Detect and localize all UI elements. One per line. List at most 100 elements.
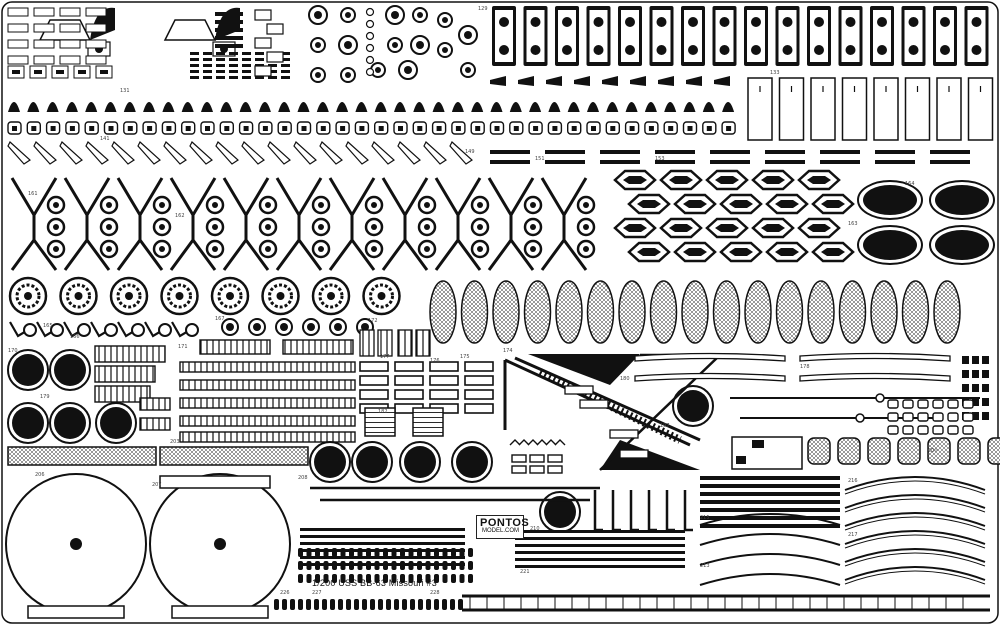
tiny-fitting bbox=[450, 599, 455, 610]
arched-rail bbox=[844, 476, 986, 491]
small-strip bbox=[281, 52, 290, 55]
tiny-clip bbox=[962, 425, 974, 435]
tiny-fitting bbox=[383, 561, 388, 570]
vertical-ladder bbox=[415, 329, 431, 357]
small-strip bbox=[229, 52, 238, 55]
tiny-clip bbox=[902, 412, 914, 422]
strip-stack bbox=[215, 12, 243, 16]
tiny-clip bbox=[932, 399, 944, 409]
flat-bar bbox=[545, 160, 585, 164]
arched-rail-inner bbox=[844, 552, 986, 567]
small-disc-center bbox=[226, 323, 234, 331]
tiny-plate bbox=[982, 370, 989, 378]
flat-bar bbox=[765, 160, 805, 164]
oval-grille bbox=[901, 280, 930, 344]
small-link bbox=[547, 465, 563, 474]
oval-grille bbox=[712, 280, 741, 344]
arched-rail-inner bbox=[844, 480, 986, 495]
searchlight-row bbox=[9, 321, 199, 338]
arched-rail-inner bbox=[844, 498, 986, 513]
inclined-strut bbox=[371, 141, 395, 165]
oval-grille bbox=[838, 280, 867, 344]
frame-wheel-hub bbox=[583, 246, 589, 252]
inclined-strut bbox=[7, 141, 31, 165]
gun-shield bbox=[548, 102, 561, 112]
chevron-clip bbox=[536, 439, 548, 446]
tiny-fitting bbox=[442, 574, 448, 583]
frame-wheel-hub bbox=[477, 224, 483, 230]
small-strip bbox=[229, 76, 238, 79]
gun-shield bbox=[722, 102, 735, 112]
small-clip bbox=[266, 23, 284, 35]
hex-hatch-core bbox=[623, 224, 647, 232]
small-strip bbox=[190, 58, 199, 61]
ladder bbox=[94, 345, 166, 363]
strip-bar bbox=[515, 565, 685, 568]
gun-shield bbox=[471, 102, 484, 112]
round-fitting-hub bbox=[345, 12, 351, 18]
tiny-clip bbox=[917, 399, 929, 409]
part-number-180: 180 bbox=[620, 376, 630, 382]
small-bracket bbox=[85, 55, 107, 65]
strip-bar bbox=[515, 537, 685, 540]
gun-shield bbox=[46, 102, 59, 112]
frame-wheel-hub bbox=[212, 224, 218, 230]
strip-stack bbox=[215, 36, 243, 40]
frame-wheel-hub bbox=[318, 202, 324, 208]
tiny-fitting bbox=[434, 561, 439, 570]
small-ring bbox=[365, 7, 375, 17]
gun-tub-slot bbox=[262, 126, 268, 131]
crane-base-plate bbox=[528, 354, 640, 385]
small-strip bbox=[216, 58, 225, 61]
gun-shield bbox=[587, 102, 599, 112]
long-rail bbox=[799, 372, 951, 382]
strip-stack bbox=[215, 20, 243, 24]
ladder bbox=[139, 417, 171, 431]
gun-shield bbox=[529, 102, 542, 112]
tiny-fitting bbox=[306, 548, 312, 557]
part-number-174: 174 bbox=[503, 348, 513, 354]
strip-bar bbox=[300, 535, 465, 538]
ladder bbox=[179, 397, 356, 409]
round-fitting-hub bbox=[375, 67, 381, 73]
frame-wheel-hub bbox=[265, 202, 271, 208]
oval-grille bbox=[649, 280, 678, 344]
long-rail bbox=[634, 352, 786, 362]
arched-rail-inner bbox=[844, 516, 986, 531]
tiny-fitting bbox=[357, 561, 363, 570]
shield-row-1 bbox=[8, 102, 735, 112]
strip-bar bbox=[515, 530, 685, 533]
arched-rail bbox=[699, 533, 841, 546]
arched-rail bbox=[844, 512, 986, 527]
small-strip bbox=[216, 52, 225, 55]
small-strip bbox=[242, 76, 251, 79]
tiny-clip bbox=[932, 425, 944, 435]
small-bracket bbox=[33, 55, 55, 65]
inclined-strut bbox=[215, 141, 239, 165]
gun-shield bbox=[336, 102, 349, 112]
inclined-strut bbox=[423, 141, 447, 165]
gun-tub-slot bbox=[455, 126, 461, 131]
strip-bar bbox=[300, 556, 465, 559]
porthole bbox=[314, 446, 346, 478]
part-number-131: 131 bbox=[120, 88, 130, 94]
door-panel bbox=[873, 77, 899, 141]
gun-tub-slot bbox=[166, 126, 172, 131]
strip-bar bbox=[515, 544, 685, 547]
part-number-133: 133 bbox=[770, 70, 780, 76]
tiny-fitting bbox=[274, 599, 279, 610]
tiny-clip bbox=[947, 399, 959, 409]
small-ring bbox=[365, 55, 375, 65]
small-clip bbox=[254, 37, 272, 49]
frame-wheel-hub bbox=[53, 246, 59, 252]
small-strip bbox=[268, 76, 277, 79]
oval-hatch bbox=[863, 185, 917, 215]
part-number-162: 162 bbox=[175, 213, 185, 219]
searchlight bbox=[23, 323, 37, 337]
gun-shield bbox=[567, 102, 580, 112]
tiny-fitting bbox=[426, 599, 431, 610]
oval-hatch bbox=[863, 230, 917, 260]
strip-bar bbox=[700, 476, 840, 480]
tiny-clip bbox=[932, 412, 944, 422]
tiny-fitting bbox=[459, 548, 465, 557]
